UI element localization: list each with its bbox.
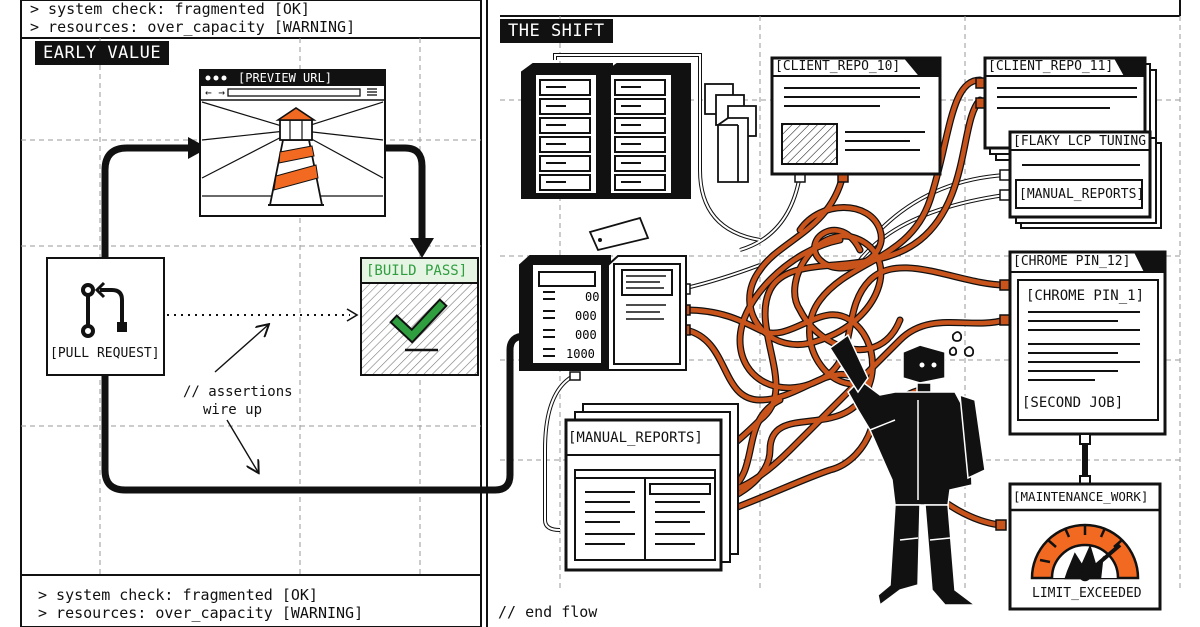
svg-text:000: 000 [575,309,597,323]
chrome-pin-12-label: [CHROME PIN_12] [1013,254,1131,269]
manual-reports-window [564,403,739,572]
limit-exceeded-label: LIMIT_EXCEEDED [1032,586,1142,601]
status-line-resources-bottom: > resources: over_capacity [WARNING] [38,604,364,622]
server-rack-top [521,63,691,199]
server-rack-middle [519,255,687,371]
maintenance-work-label: [MAINTENANCE_WORK] [1013,489,1149,504]
server-digit-readout: 00 000 000 1000 [566,290,599,361]
build-pass-label: [BUILD PASS] [366,263,468,279]
status-line-system-check: > system check: fragmented [OK] [30,0,310,18]
flow-arrow-down-icon [410,238,434,258]
check-icon [392,301,445,341]
client-repo-10-window [770,56,942,176]
end-flow-label: // end flow [498,603,598,621]
flaky-lcp-label: [FLAKY LCP TUNING [1013,134,1147,149]
preview-url-label: [PREVIEW URL] [238,71,332,85]
preview-window [199,69,386,217]
flow-arrow-head-icon [188,137,208,159]
git-pull-request-icon [81,281,127,338]
client-repo-11-label: [CLIENT_REPO_11] [988,59,1114,74]
status-line-resources: > resources: over_capacity [WARNING] [30,18,356,36]
chrome-pin-1-label: [CHROME PIN_1] [1026,288,1145,304]
pull-request-box [46,257,165,376]
chrome-pin-window [1008,250,1167,485]
sweat-drops-icon [948,331,975,357]
nav-arrows-icon: ← → [205,86,225,99]
svg-text:000: 000 [575,328,597,342]
second-job-label: [SECOND JOB] [1022,395,1124,411]
svg-text:1000: 1000 [566,347,595,361]
the-shift-title: THE SHIFT [500,19,613,43]
status-line-system-check-bottom: > system check: fragmented [OK] [38,586,318,604]
pull-request-label: [PULL REQUEST] [50,346,160,361]
stressed-figure [828,333,986,607]
assertions-label-line1: // assertions [183,384,293,400]
maintenance-gauge [1008,482,1162,611]
svg-text:00: 00 [585,290,599,304]
tag-icon [588,216,650,252]
early-value-title: EARLY VALUE [35,41,170,65]
document-stack-icon [704,83,757,183]
manual-reports-small-label: [MANUAL_REPORTS] [1019,187,1145,202]
manual-reports-big-label: [MANUAL_REPORTS] [568,430,703,446]
client-repo-10-label: [CLIENT_REPO_10] [775,59,901,74]
flaky-lcp-window [1008,130,1162,229]
build-pass-box [360,257,479,376]
assertions-label-line2: wire up [203,402,263,418]
